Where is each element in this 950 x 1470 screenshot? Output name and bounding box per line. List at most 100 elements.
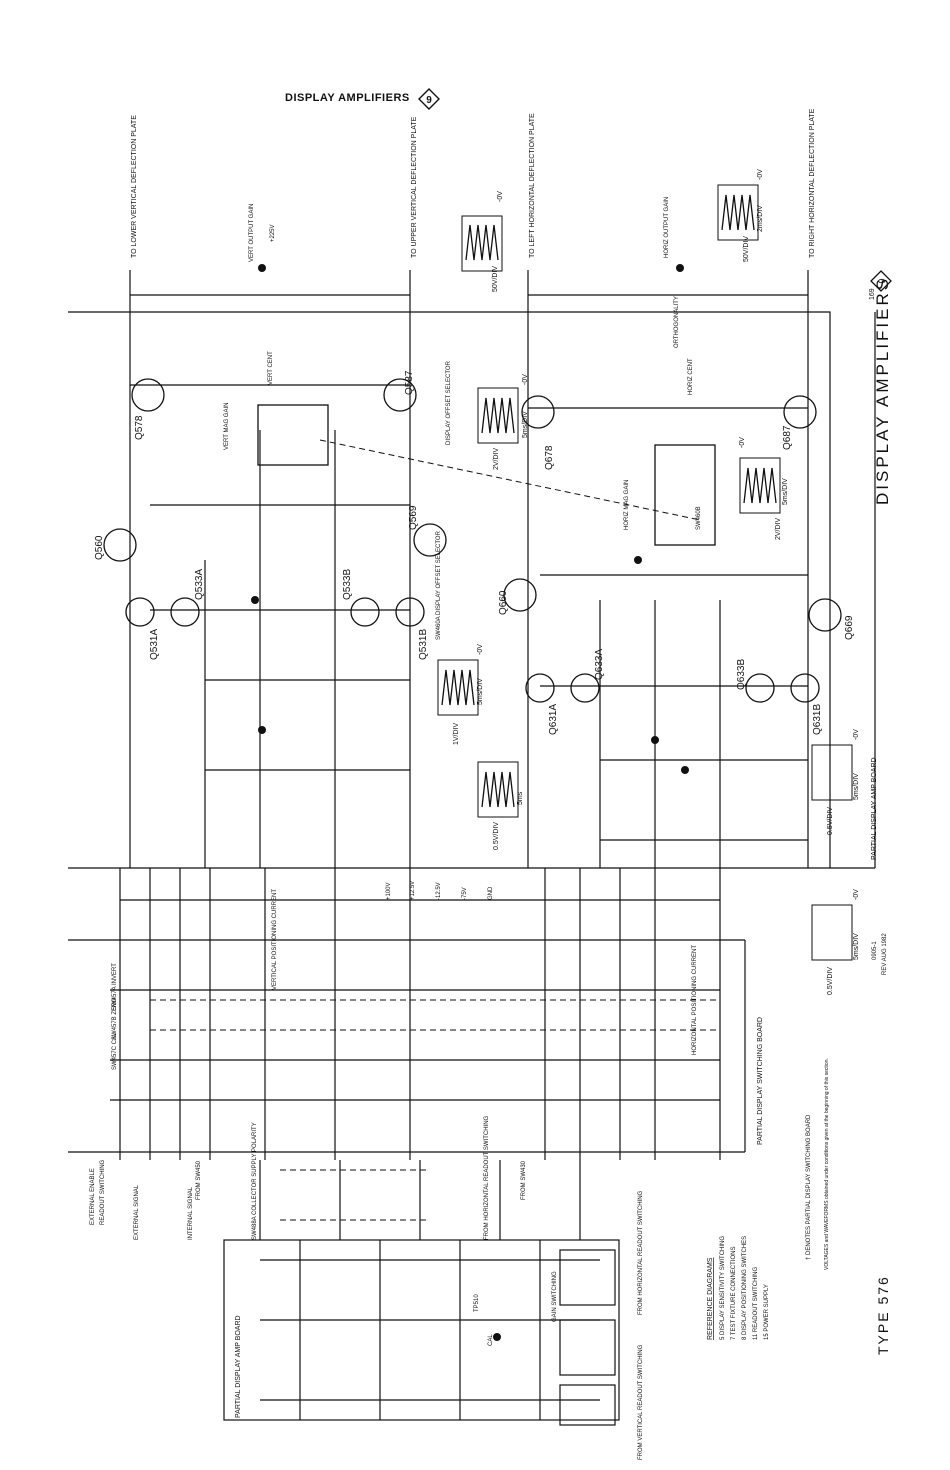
waveform-4-grid bbox=[739, 457, 781, 514]
page-number: 169 bbox=[869, 288, 876, 300]
label-from-horizontal-readout: FROM HORIZONTAL READOUT SWITCHING bbox=[638, 1190, 644, 1315]
label-q533b: Q533B bbox=[342, 569, 353, 600]
label-supply-plus-100v: +100V bbox=[386, 882, 392, 900]
waveform-7-ref: -0V bbox=[853, 729, 860, 740]
label-supply-gnd: GND bbox=[488, 886, 494, 900]
label-partial-display-amp-board-lower: PARTIAL DISPLAY AMP BOARD bbox=[235, 1315, 242, 1418]
diagram-number-diamond: 9 bbox=[418, 88, 440, 110]
label-sw457c: SW457C CAL bbox=[112, 1032, 118, 1070]
label-display-offset-selector: DISPLAY OFFSET SELECTOR bbox=[446, 360, 452, 445]
transistor-q687 bbox=[783, 395, 817, 429]
waveform-7-tdiv: 5ms/DIV bbox=[853, 773, 860, 800]
label-q687: Q687 bbox=[782, 425, 793, 450]
label-partial-display-amp-board: PARTIAL DISPLAY AMP BOARD bbox=[871, 757, 878, 860]
label-q531b: Q531B bbox=[418, 629, 429, 660]
label-q587: Q587 bbox=[404, 370, 415, 395]
switch-linkages bbox=[150, 439, 720, 1221]
side-diagram-diamond: 9 bbox=[870, 270, 892, 292]
model-label: TYPE 576 bbox=[875, 1275, 891, 1355]
label-q631a: Q631A bbox=[548, 704, 559, 735]
note-voltages: VOLTAGES and WAVEFORMS obtained under co… bbox=[824, 1058, 830, 1270]
waveform-2-tdiv: 2ms/DIV bbox=[757, 205, 764, 232]
reference-diagrams-title: REFERENCE DIAGRAMS bbox=[707, 1257, 714, 1340]
label-supply-plus-12v: +12.5V bbox=[410, 881, 416, 900]
transistor-q631a bbox=[525, 673, 555, 703]
adjustment-pots bbox=[251, 264, 689, 1341]
waveform-3-ref: -0V bbox=[522, 374, 529, 385]
reference-item-5: 15 POWER SUPPLY bbox=[764, 1284, 770, 1340]
label-from-sw450: FROM SW450 bbox=[196, 1160, 202, 1200]
label-vert-mag-gain: VERT MAG GAIN bbox=[224, 403, 230, 450]
waveform-2-grid bbox=[717, 184, 759, 241]
label-q678: Q678 bbox=[544, 445, 555, 470]
output-right-horizontal: TO RIGHT HORIZONTAL DEFLECTION PLATE bbox=[809, 108, 816, 258]
label-supply-plus-225v: +225V bbox=[270, 224, 276, 242]
label-cal: CAL bbox=[488, 1334, 494, 1346]
waveform-8-grid bbox=[811, 904, 853, 961]
output-lower-vertical: TO LOWER VERTICAL DEFLECTION PLATE bbox=[131, 115, 138, 258]
waveform-1-grid bbox=[461, 215, 503, 272]
label-from-vertical-readout: FROM VERTICAL READOUT SWITCHING bbox=[638, 1344, 644, 1460]
reference-item-2: 7 TEST FIXTURE CONNECTIONS bbox=[731, 1247, 737, 1340]
label-tp510: TP510 bbox=[474, 1294, 480, 1312]
transistor-q669 bbox=[808, 598, 842, 632]
side-diagram-number: 9 bbox=[877, 278, 887, 283]
waveform-8-tdiv: 5ms/DIV bbox=[853, 933, 860, 960]
label-q660: Q660 bbox=[498, 590, 509, 615]
label-vertical-positioning-current: VERTICAL POSITIONING CURRENT bbox=[272, 889, 278, 990]
label-from-horizontal-readout-2: FROM HORIZONTAL READOUT SWITCHING bbox=[484, 1115, 490, 1240]
reference-item-3: 8 DISPLAY POSITIONING SWITCHES bbox=[742, 1236, 748, 1340]
transistor-q660 bbox=[503, 578, 537, 612]
waveform-8-vdiv: 0.5V/DIV bbox=[827, 967, 834, 995]
label-external-signal: EXTERNAL SIGNAL bbox=[134, 1184, 140, 1240]
label-horiz-cent: HORIZ CENT bbox=[688, 358, 694, 395]
transistor-q560 bbox=[103, 528, 137, 562]
waveform-3-tdiv: 5ms/DIV bbox=[522, 411, 529, 438]
label-sw460b: SW460B bbox=[696, 506, 702, 530]
waveform-5-tdiv: 5ms/DIV bbox=[477, 678, 484, 705]
label-horiz-mag-gain: HORIZ MAG GAIN bbox=[624, 480, 630, 530]
waveform-6-grid bbox=[477, 761, 519, 818]
reference-item-1: 5 DISPLAY SENSITIVITY SWITCHING bbox=[720, 1236, 726, 1340]
output-left-horizontal: TO LEFT HORIZONTAL DEFLECTION PLATE bbox=[529, 113, 536, 258]
revision-date: REV AUG 1982 bbox=[882, 933, 888, 975]
transistor-q533b bbox=[350, 597, 380, 627]
label-q533a: Q533A bbox=[194, 569, 205, 600]
transistor-q531b bbox=[395, 597, 425, 627]
waveform-7-vdiv: 0.5V/DIV bbox=[827, 807, 834, 835]
waveform-8-ref: -0V bbox=[853, 889, 860, 900]
label-q531a: Q531A bbox=[149, 629, 160, 660]
waveform-7-grid bbox=[811, 744, 853, 801]
diagram-number: 9 bbox=[426, 95, 432, 106]
label-gain-switching: GAIN SWITCHING bbox=[552, 1271, 558, 1322]
waveform-1-ref: -0V bbox=[497, 191, 504, 202]
waveform-6-vdiv: 0.5V/DIV bbox=[493, 822, 500, 850]
waveform-5-grid bbox=[437, 659, 479, 716]
label-sw488a: SW488A COLLECTOR SUPPLY POLARITY bbox=[252, 1122, 258, 1240]
label-horiz-output-gain: HORIZ OUTPUT GAIN bbox=[664, 197, 670, 258]
waveform-2-ref: -0V bbox=[757, 169, 764, 180]
waveform-4-tdiv: 5ms/DIV bbox=[782, 478, 789, 505]
label-sw457a: SW457A INVERT bbox=[112, 963, 118, 1010]
reference-item-4: 11 READOUT SWITCHING bbox=[753, 1267, 759, 1340]
waveform-1-vdiv: 50V/DIV bbox=[492, 266, 499, 292]
transistor-symbols bbox=[103, 378, 842, 703]
waveform-5-vdiv: 1V/DIV bbox=[453, 722, 460, 745]
waveform-4-vdiv: 2V/DIV bbox=[775, 517, 782, 540]
label-q569: Q569 bbox=[408, 505, 419, 530]
waveform-traces bbox=[441, 194, 777, 808]
waveform-3-grid bbox=[477, 387, 519, 444]
offset-selector-frames bbox=[257, 404, 716, 546]
waveform-5-ref: -0V bbox=[477, 644, 484, 655]
transistor-q531a bbox=[125, 597, 155, 627]
waveform-4-ref: -0V bbox=[739, 437, 746, 448]
label-sw460a: SW460A DISPLAY OFFSET SELECTOR bbox=[436, 530, 442, 640]
label-q669: Q669 bbox=[844, 615, 855, 640]
label-vert-cent: VERT CENT bbox=[268, 351, 274, 385]
transistor-q569 bbox=[413, 523, 447, 557]
transistor-q533a bbox=[170, 597, 200, 627]
label-readout-switching: READOUT SWITCHING bbox=[100, 1159, 106, 1225]
label-horizontal-positioning-current: HORIZONTAL POSITIONING CURRENT bbox=[692, 945, 698, 1055]
label-from-sw430: FROM SW430 bbox=[521, 1160, 527, 1200]
